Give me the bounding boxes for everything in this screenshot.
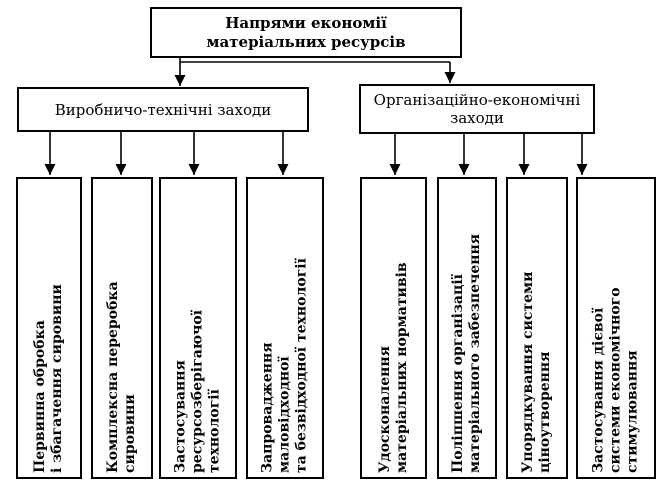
measure-material-norms: Удосконалення матеріальних нормативів (360, 177, 427, 479)
measure-line: матеріальних нормативів (393, 262, 410, 473)
measure-line: Комплексна переробка (105, 281, 121, 473)
measure-line: і збагачення сировини (49, 284, 65, 473)
measure-line: Застосування дієвої (590, 307, 607, 473)
measure-supply-organization: Поліпшення організації матеріального заб… (437, 177, 497, 479)
measure-line: Удосконалення (376, 346, 393, 473)
measure-line: ціноутворення (537, 351, 553, 473)
measure-primary-processing: Первинна обробка і збагачення сировини (16, 177, 82, 479)
measure-line: системи економічного (607, 287, 624, 473)
measure-line: Застосування (172, 360, 189, 473)
measure-line: маловідходної (276, 356, 293, 473)
group-right-line-1: Організаційно-економічні (373, 91, 581, 109)
group-left-label: Виробничо-технічні заходи (54, 100, 272, 119)
measure-line: Поліпшення організації (450, 274, 466, 473)
measure-line: матеріального забезпечення (467, 233, 483, 473)
measure-low-waste-technology: Запровадження маловідходної та безвідход… (246, 177, 324, 479)
group-organizational-economic: Організаційно-економічні заходи (359, 84, 595, 134)
diagram-title: Напрями економії матеріальних ресурсів (150, 7, 462, 58)
title-line-1: Напрями економії (225, 13, 387, 32)
title-line-2: матеріальних ресурсів (206, 32, 406, 51)
measure-line: стимулювання (624, 350, 641, 473)
measure-line: технології (206, 389, 223, 473)
measure-complex-processing: Комплексна переробка сировини (91, 177, 153, 479)
measure-pricing-system: Упорядкування системи ціноутворення (506, 177, 568, 479)
measure-line: Запровадження (259, 342, 276, 473)
measure-line: Первинна обробка (32, 320, 48, 473)
measure-line: та безвідходної технології (293, 258, 310, 473)
group-right-line-2: заходи (450, 109, 504, 127)
measure-line: сировини (122, 394, 138, 473)
group-production-technical: Виробничо-технічні заходи (17, 87, 309, 132)
measure-economic-incentives: Застосування дієвої системи економічного… (576, 177, 656, 479)
measure-resource-saving-technology: Застосування ресурсозберігаючої технолог… (159, 177, 237, 479)
measure-line: ресурсозберігаючої (189, 309, 206, 473)
measure-line: Упорядкування системи (520, 271, 536, 473)
